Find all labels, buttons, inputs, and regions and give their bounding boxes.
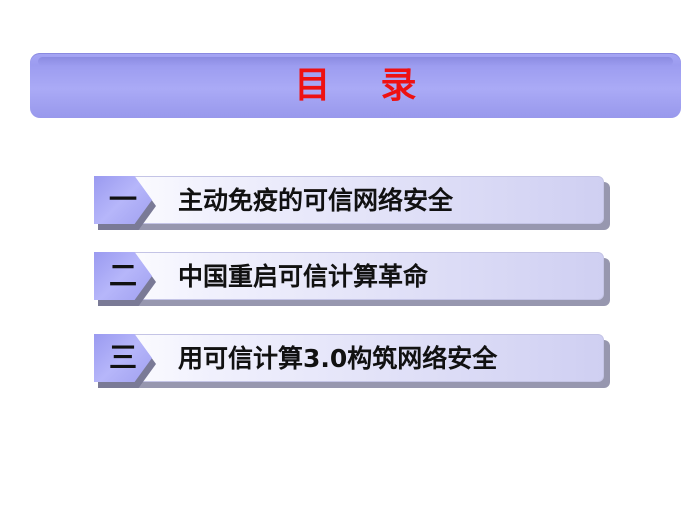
toc-item-number: 三	[108, 341, 137, 374]
toc-item-number: 二	[108, 259, 137, 292]
toc-item-label: 中国重启可信计算革命	[178, 262, 429, 291]
toc-item-panel	[104, 176, 604, 224]
title-bar: 目 录	[30, 53, 681, 118]
slide-title: 目 录	[294, 65, 417, 106]
toc-item-number: 一	[108, 183, 137, 216]
toc-item-label: 主动免疫的可信网络安全	[178, 186, 454, 215]
toc-item-label: 用可信计算3.0构筑网络安全	[178, 344, 498, 373]
toc-item-3[interactable]: 三 用可信计算3.0构筑网络安全	[94, 334, 610, 388]
toc-item-2[interactable]: 二 中国重启可信计算革命	[94, 252, 610, 306]
toc-item-panel	[104, 334, 604, 382]
toc-item-1[interactable]: 一 主动免疫的可信网络安全	[94, 176, 610, 230]
toc-item-panel	[104, 252, 604, 300]
